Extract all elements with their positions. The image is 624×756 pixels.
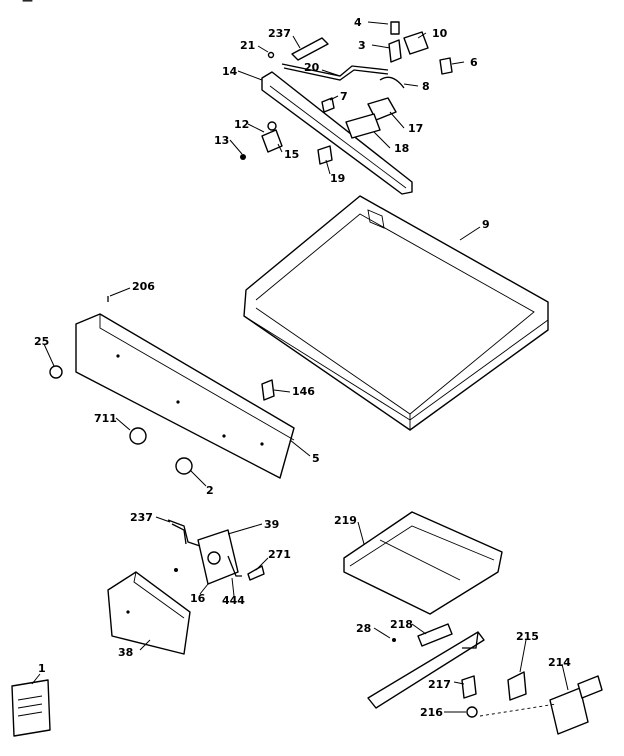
callout-12: 12 — [234, 118, 249, 131]
callout-13: 13 — [214, 134, 229, 147]
manifold-panel — [75, 313, 295, 479]
callout-20: 20 — [304, 61, 320, 74]
leader-lines — [31, 21, 569, 713]
callout-1: 1 — [38, 662, 46, 675]
burner-box — [243, 195, 549, 431]
callout-10: 10 — [432, 27, 448, 40]
header-fragment: — — [22, 0, 33, 7]
callout-18: 18 — [394, 142, 409, 155]
callout-8: 8 — [422, 80, 430, 93]
burner-tube — [367, 623, 485, 709]
part-215-bracket — [507, 671, 527, 701]
part-214-igniter — [549, 675, 603, 735]
callout-237-top: 237 — [268, 27, 291, 40]
callout-237-lower: 237 — [130, 511, 153, 524]
callout-214: 214 — [548, 656, 571, 669]
manifold-assembly — [240, 21, 453, 195]
callout-217: 217 — [428, 678, 451, 691]
part-217-clip — [461, 675, 477, 699]
callout-14: 14 — [222, 65, 238, 78]
part-146-clip — [261, 379, 275, 401]
callout-9: 9 — [482, 218, 490, 231]
callout-15: 15 — [284, 148, 299, 161]
callout-5: 5 — [312, 452, 320, 465]
callout-146: 146 — [292, 385, 315, 398]
callout-218: 218 — [390, 618, 413, 631]
part-28-screw — [392, 638, 396, 642]
callout-16: 16 — [190, 592, 206, 605]
callout-444: 444 — [222, 594, 245, 607]
callout-711: 711 — [94, 412, 117, 425]
callout-6: 6 — [470, 56, 478, 69]
callout-21: 21 — [240, 39, 255, 52]
burner-baffle — [343, 511, 503, 615]
callout-28: 28 — [356, 622, 371, 635]
callout-206: 206 — [132, 280, 155, 293]
callout-216: 216 — [420, 706, 443, 719]
callout-7: 7 — [340, 90, 348, 103]
callout-2: 2 — [206, 484, 214, 497]
owner-manual — [11, 679, 51, 737]
part-2-ring — [175, 457, 193, 475]
regulator-assembly — [167, 519, 265, 585]
part-711-ring — [129, 427, 147, 445]
callout-39: 39 — [264, 518, 279, 531]
dashed-connector — [479, 703, 557, 717]
callout-19: 19 — [330, 172, 345, 185]
callout-271: 271 — [268, 548, 291, 561]
callout-17: 17 — [408, 122, 423, 135]
callout-4: 4 — [354, 16, 362, 29]
regulator-shield — [107, 571, 191, 655]
callout-25: 25 — [34, 335, 49, 348]
callout-3: 3 — [358, 39, 366, 52]
callout-38: 38 — [118, 646, 133, 659]
callout-labels: 4 10 6 3 237 21 14 20 8 7 17 18 12 13 15… — [34, 16, 571, 719]
part-25-clip — [49, 365, 63, 379]
callout-219: 219 — [334, 514, 357, 527]
callout-215: 215 — [516, 630, 539, 643]
part-216-nut — [466, 706, 478, 718]
